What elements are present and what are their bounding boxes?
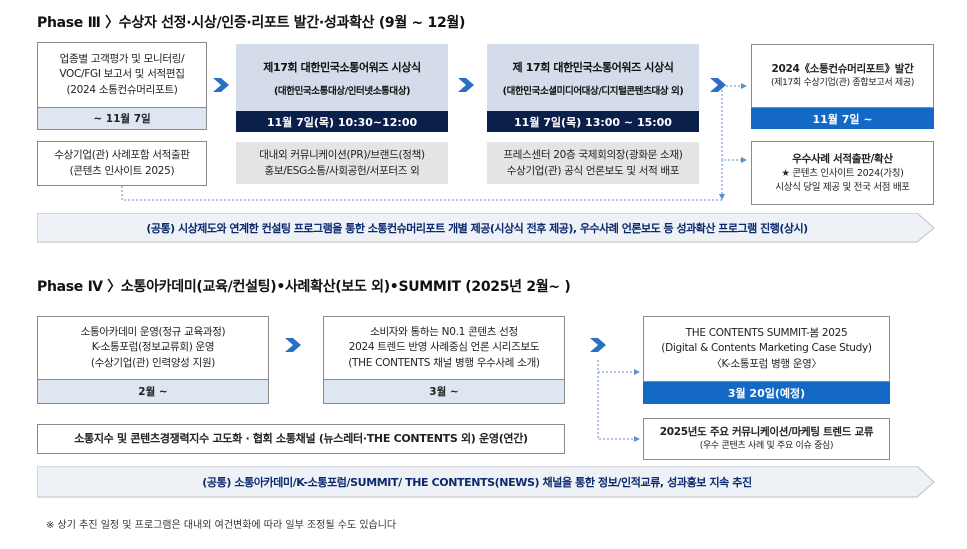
series-line: (THE CONTENTS 채널 병행 우수사례 소개) bbox=[348, 356, 540, 369]
phase3-common-text: (공통) 시상제도와 연계한 컨설팅 프로그램을 통한 소통컨슈머리포트 개별 … bbox=[146, 222, 808, 235]
phase4-common-text: (공통) 소통아카데미/K-소통포럼/SUMMIT/ THE CONTENTS(… bbox=[202, 476, 752, 489]
event1-header: 제17회 대한민국소통어워즈 시상식 (대한민국소통대상/인터넷소통대상) bbox=[236, 44, 448, 111]
phase3-book-box: 수상기업(관) 사례포함 서적출판 (콘텐츠 인사이트 2025) bbox=[37, 141, 207, 186]
event2-header: 제 17회 대한민국소통어워즈 시상식 (대한민국소셜미디어대상/디지털콘텐츠대… bbox=[487, 44, 699, 111]
report-box: 2024《소통컨슈머리포트》발간 (제17회 수상기업(관) 종합보고서 제공) bbox=[751, 44, 934, 108]
event2-detail-line: 프레스센터 20층 국제회의장(광화문 소재) bbox=[503, 148, 683, 161]
phase3-evaluation-line: 업종별 고객평가 및 모니터링/ bbox=[59, 53, 185, 66]
summit-line: (Digital & Contents Marketing Case Study… bbox=[661, 342, 872, 355]
event2-subtitle: (대한민국소셜미디어대상/디지털콘텐츠대상 외) bbox=[502, 85, 684, 97]
publish-line: 시상식 당일 제공 및 전국 서점 배포 bbox=[775, 181, 910, 193]
academy-line: 소통아카데미 운영(정규 교육과정) bbox=[80, 326, 226, 339]
event1-subtitle: (대한민국소통대상/인터넷소통대상) bbox=[273, 85, 411, 97]
trend-subtitle: (우수 콘텐츠 사례 및 주요 이슈 중심) bbox=[699, 441, 834, 452]
chevron-right-arrow-icon bbox=[710, 78, 726, 92]
event1-title: 제17회 대한민국소통어워즈 시상식 bbox=[263, 60, 421, 74]
academy-line: K-소통포럼(정보교류회) 운영 bbox=[91, 341, 215, 354]
summit-box: THE CONTENTS SUMMIT-봄 2025 (Digital & Co… bbox=[643, 316, 890, 382]
phase3-evaluation-box: 업종별 고객평가 및 모니터링/ VOC/FGI 보고서 및 서적편집 (202… bbox=[37, 42, 207, 108]
phase3-book-line: (콘텐츠 인사이트 2025) bbox=[69, 164, 175, 177]
trend-box: 2025년도 주요 커뮤니케이션/마케팅 트렌드 교류 (우수 콘텐츠 사례 및… bbox=[643, 418, 890, 460]
phase3-evaluation-date: ~ 11월 7일 bbox=[37, 108, 207, 130]
report-title: 2024《소통컨슈머리포트》발간 bbox=[771, 62, 914, 75]
phase3-title: Phase Ⅲ 〉수상자 선정·시상/인증·리포트 발간·성과확산 (9월 ~ … bbox=[37, 15, 466, 31]
index-text: 소통지수 및 콘텐츠경쟁력지수 고도화 · 협회 소통채널 (뉴스레터·THE … bbox=[74, 432, 528, 446]
event2-details: 프레스센터 20층 국제회의장(광화문 소재) 수상기업(관) 공식 언론보도 … bbox=[487, 142, 699, 184]
phase3-evaluation-line: VOC/FGI 보고서 및 서적편집 bbox=[59, 68, 185, 81]
report-subtitle: (제17회 수상기업(관) 종합보고서 제공) bbox=[770, 78, 915, 89]
event1-detail-line: 홍보/ESG소통/사회공헌/서포터즈 외 bbox=[264, 165, 420, 177]
academy-date: 2월 ~ bbox=[37, 380, 269, 404]
series-date: 3월 ~ bbox=[323, 380, 565, 404]
phase3-book-line: 수상기업(관) 사례포함 서적출판 bbox=[54, 149, 190, 162]
report-date: 11월 7일 ~ bbox=[751, 108, 934, 129]
phase4-title: Phase Ⅳ 〉소통아카데미(교육/컨설팅)•사례확산(보도 외)•SUMMI… bbox=[37, 279, 571, 295]
academy-line: (수상기업(관) 인력양성 지원) bbox=[90, 356, 216, 369]
event2-detail-line: 수상기업(관) 공식 언론보도 및 서적 배포 bbox=[506, 165, 680, 177]
phase4-common-arrow bbox=[37, 466, 935, 498]
chevron-right-arrow-icon bbox=[458, 78, 474, 92]
event2-time: 11월 7일(목) 13:00 ~ 15:00 bbox=[487, 111, 699, 132]
series-line: 2024 트렌드 반영 사례중심 언론 시리즈보도 bbox=[348, 341, 540, 354]
index-box: 소통지수 및 콘텐츠경쟁력지수 고도화 · 협회 소통채널 (뉴스레터·THE … bbox=[37, 424, 565, 454]
phase3-evaluation-line: (2024 소통컨슈머리포트) bbox=[66, 83, 178, 96]
publish-title: 우수사례 서적출판/확산 bbox=[792, 152, 893, 165]
footnote: ※ 상기 추진 일정 및 프로그램은 대내외 여건변화에 따라 일부 조정될 수… bbox=[46, 520, 397, 531]
event2-title: 제 17회 대한민국소통어워즈 시상식 bbox=[512, 60, 674, 74]
chevron-right-arrow-icon bbox=[213, 78, 229, 92]
series-line: 소비자와 통하는 N0.1 콘텐츠 선정 bbox=[370, 326, 518, 339]
chevron-right-arrow-icon bbox=[590, 338, 606, 352]
phase3-common-arrow bbox=[37, 213, 935, 243]
event1-time: 11월 7일(목) 10:30~12:00 bbox=[236, 111, 448, 132]
summit-line: THE CONTENTS SUMMIT-봄 2025 bbox=[685, 327, 848, 340]
chevron-right-arrow-icon bbox=[285, 338, 301, 352]
trend-title: 2025년도 주요 커뮤니케이션/마케팅 트렌드 교류 bbox=[659, 425, 874, 438]
academy-box: 소통아카데미 운영(정규 교육과정) K-소통포럼(정보교류회) 운영 (수상기… bbox=[37, 316, 269, 380]
publish-line: ★ 콘텐츠 인사이트 2024(가칭) bbox=[781, 167, 904, 179]
summit-line: 〈K-소통포럼 병행 운영〉 bbox=[711, 357, 822, 370]
event1-detail-line: 대내외 커뮤니케이션(PR)/브랜드(정책) bbox=[259, 148, 425, 161]
event1-details: 대내외 커뮤니케이션(PR)/브랜드(정책) 홍보/ESG소통/사회공헌/서포터… bbox=[236, 142, 448, 184]
publish-box: 우수사례 서적출판/확산 ★ 콘텐츠 인사이트 2024(가칭) 시상식 당일 … bbox=[751, 141, 934, 205]
series-box: 소비자와 통하는 N0.1 콘텐츠 선정 2024 트렌드 반영 사례중심 언론… bbox=[323, 316, 565, 380]
summit-date: 3월 20일(예정) bbox=[643, 382, 890, 404]
